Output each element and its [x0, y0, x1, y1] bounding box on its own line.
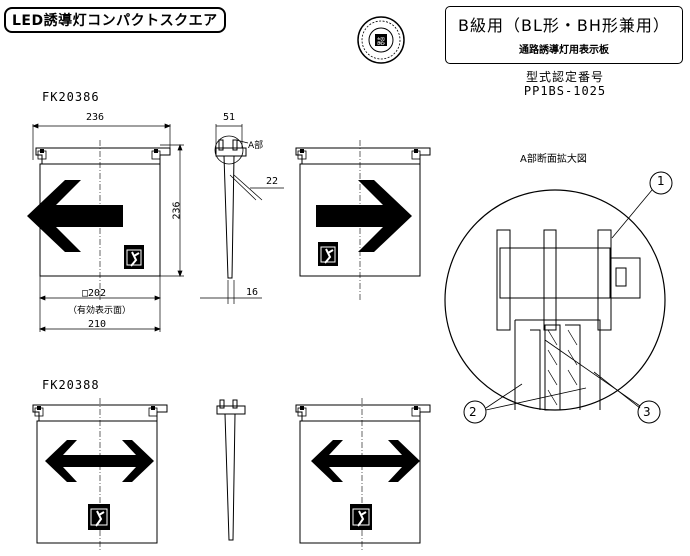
dim-width-210: 210 [88, 319, 107, 330]
callout-3: 3 [643, 405, 651, 419]
left-arrow-icon [27, 180, 123, 252]
dim-display-note: （有効表示面） [68, 306, 132, 316]
side-view-top [200, 124, 284, 304]
running-man-icon [124, 245, 144, 269]
dim-depth-51: 51 [223, 112, 236, 123]
dim-width-236: 236 [86, 112, 105, 123]
class-line1: B級用（BL形・BH形兼用） [458, 16, 670, 35]
class-line2: 通路誘導灯用表示板 [519, 45, 609, 56]
svg-text:認: 認 [377, 36, 385, 46]
running-man-icon [318, 242, 338, 266]
detail-view-a [444, 171, 673, 424]
approval-label: 型式認定番号 [525, 70, 604, 84]
front-view-left-arrow [27, 140, 171, 300]
part-a-label: A部 [248, 141, 264, 151]
double-arrow-icon [311, 440, 420, 482]
running-man-icon [350, 504, 372, 530]
detail-title: A部断面拡大図 [520, 154, 587, 165]
dim-22: 22 [266, 176, 279, 187]
running-man-icon [88, 504, 110, 530]
approval-number: PP1BS-1025 [523, 84, 607, 98]
front-view-double-arrow-left [32, 398, 168, 550]
model-bottom: FK20388 [42, 378, 100, 392]
callout-2: 2 [469, 405, 477, 419]
class-box: B級用（BL形・BH形兼用） 通路誘導灯用表示板 [445, 6, 683, 64]
certification-seal-icon: 認 [357, 16, 405, 64]
front-view-right-arrow [295, 140, 431, 300]
side-view-bottom [216, 399, 246, 541]
callout-1: 1 [657, 174, 665, 188]
dimension-lines-top [32, 123, 184, 332]
model-top: FK20386 [42, 90, 100, 104]
right-arrow-icon [316, 180, 412, 252]
dim-16: 16 [246, 287, 259, 298]
dim-display-202: □202 [82, 288, 107, 299]
double-arrow-icon [45, 440, 154, 482]
front-view-double-arrow-right [295, 398, 431, 550]
product-series-badge: LED誘導灯コンパクトスクエア [4, 7, 226, 33]
